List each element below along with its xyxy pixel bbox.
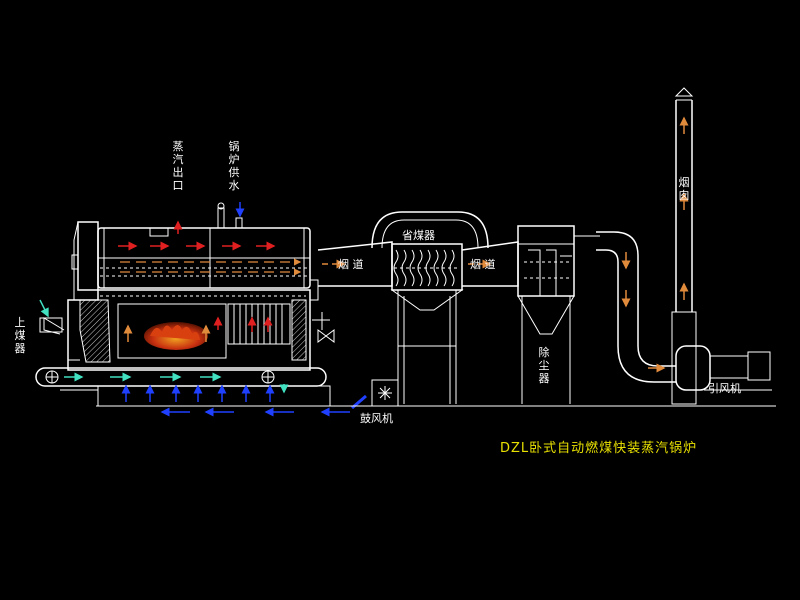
blower <box>351 379 399 410</box>
boiler <box>35 202 335 407</box>
dust-collector <box>517 225 600 404</box>
label-flue-left: 烟 道 <box>338 257 364 271</box>
label-steam-outlet: 蒸汽出口 <box>173 140 184 192</box>
duct-to-fan <box>596 231 676 383</box>
economizer <box>371 211 489 404</box>
label-flue-right: 烟 道 <box>470 257 496 271</box>
label-blower: 鼓风机 <box>360 411 393 425</box>
label-economizer: 省煤器 <box>402 229 435 242</box>
label-boiler-feedwater: 锅炉供水 <box>229 140 240 192</box>
label-dust-collector: 除尘器 <box>539 345 550 385</box>
label-coal-feed: 上煤器 <box>15 316 26 355</box>
diagram-title: DZL卧式自动燃煤快装蒸汽锅炉 <box>500 440 697 456</box>
boiler-flow-arrows <box>39 202 350 417</box>
label-chimney: 烟囱 <box>679 175 690 202</box>
chimney <box>671 87 697 405</box>
induced-fan <box>675 345 772 391</box>
label-induced-fan: 引风机 <box>708 381 741 395</box>
